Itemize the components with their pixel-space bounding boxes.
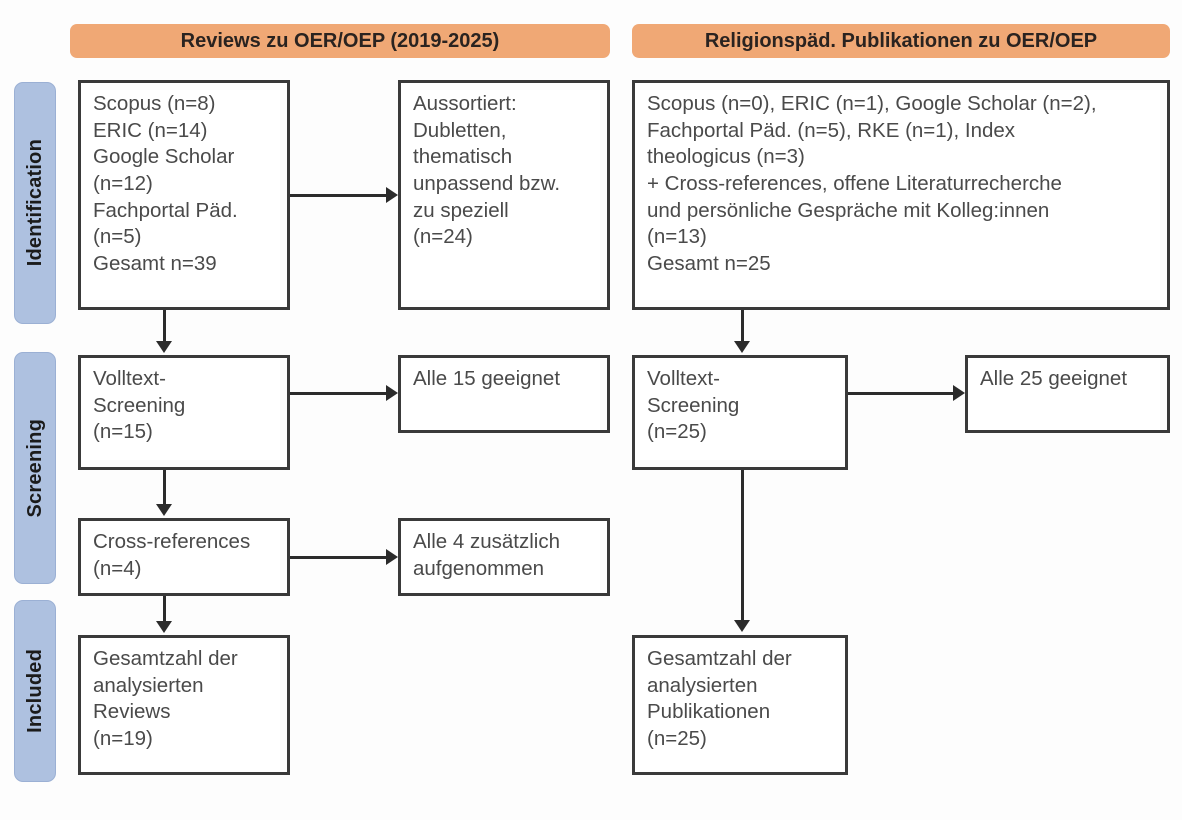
connector-left-crossrefs-to-included <box>163 596 166 623</box>
box-left-fulltext-result: Alle 15 geeignet <box>398 355 610 433</box>
arrowhead-left-fulltext-to-crossrefs <box>156 504 172 516</box>
connector-left-sources-to-excluded <box>290 194 386 197</box>
box-left-sources-text: Scopus (n=8) ERIC (n=14) Google Scholar … <box>93 92 238 275</box>
column-header-publikationen: Religionspäd. Publikationen zu OER/OEP <box>632 24 1170 58</box>
connector-right-fulltext-to-result <box>848 392 953 395</box>
box-right-fulltext-screening: Volltext- Screening (n=25) <box>632 355 848 470</box>
connector-left-fulltext-to-crossrefs <box>163 470 166 506</box>
box-left-included-total-text: Gesamtzahl der analysierten Reviews (n=1… <box>93 647 238 750</box>
arrowhead-left-crossrefs-to-result <box>386 549 398 565</box>
box-left-fulltext-result-text: Alle 15 geeignet <box>413 367 561 390</box>
stage-label-included: Included <box>23 649 46 733</box>
box-right-fulltext-screening-text: Volltext- Screening (n=25) <box>647 367 740 444</box>
stage-pill-included: Included <box>14 600 56 782</box>
box-right-fulltext-result: Alle 25 geeignet <box>965 355 1170 433</box>
arrowhead-right-fulltext-to-result <box>953 385 965 401</box>
box-left-excluded: Aussortiert: Dubletten, thematisch unpas… <box>398 80 610 310</box>
stage-label-screening: Screening <box>23 418 46 518</box>
box-left-included-total: Gesamtzahl der analysierten Reviews (n=1… <box>78 635 290 775</box>
stage-label-identification: Identification <box>23 139 46 267</box>
box-right-included-total: Gesamtzahl der analysierten Publikatione… <box>632 635 848 775</box>
box-right-included-total-text: Gesamtzahl der analysierten Publikatione… <box>647 647 792 750</box>
box-left-crossrefs: Cross-references (n=4) <box>78 518 290 596</box>
arrowhead-right-sources-to-fulltext <box>734 341 750 353</box>
box-left-crossrefs-result-text: Alle 4 zusätzlich aufgenommen <box>413 530 560 580</box>
connector-left-crossrefs-to-result <box>290 556 386 559</box>
arrowhead-right-fulltext-to-included <box>734 620 750 632</box>
arrowhead-left-sources-to-excluded <box>386 187 398 203</box>
box-right-fulltext-result-text: Alle 25 geeignet <box>980 367 1128 390</box>
arrowhead-left-fulltext-to-result <box>386 385 398 401</box>
connector-right-fulltext-to-included <box>741 470 744 622</box>
arrowhead-left-crossrefs-to-included <box>156 621 172 633</box>
connector-left-sources-to-fulltext <box>163 310 166 343</box>
column-header-reviews: Reviews zu OER/OEP (2019-2025) <box>70 24 610 58</box>
box-right-sources-text: Scopus (n=0), ERIC (n=1), Google Scholar… <box>647 92 1097 275</box>
connector-right-sources-to-fulltext <box>741 310 744 343</box>
box-right-sources: Scopus (n=0), ERIC (n=1), Google Scholar… <box>632 80 1170 310</box>
connector-left-fulltext-to-result <box>290 392 386 395</box>
arrowhead-left-sources-to-fulltext <box>156 341 172 353</box>
box-left-fulltext-screening-text: Volltext- Screening (n=15) <box>93 367 186 444</box>
box-left-excluded-text: Aussortiert: Dubletten, thematisch unpas… <box>413 92 561 249</box>
box-left-crossrefs-result: Alle 4 zusätzlich aufgenommen <box>398 518 610 596</box>
box-left-crossrefs-text: Cross-references (n=4) <box>93 530 251 580</box>
box-left-fulltext-screening: Volltext- Screening (n=15) <box>78 355 290 470</box>
stage-pill-screening: Screening <box>14 352 56 584</box>
box-left-sources: Scopus (n=8) ERIC (n=14) Google Scholar … <box>78 80 290 310</box>
stage-pill-identification: Identification <box>14 82 56 324</box>
